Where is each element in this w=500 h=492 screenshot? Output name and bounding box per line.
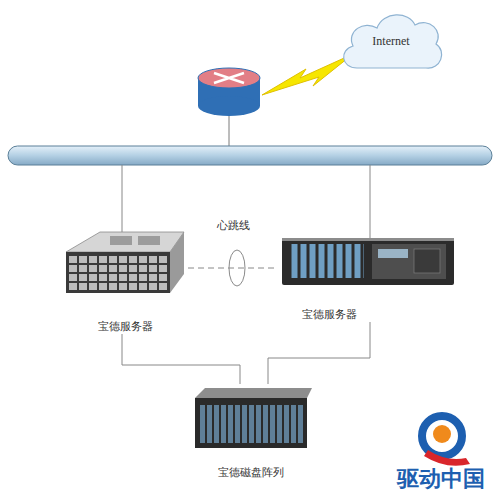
logo-dot xyxy=(433,425,451,443)
cloud-node: Internet xyxy=(337,8,445,78)
network-bus xyxy=(8,146,492,165)
server-top xyxy=(66,232,184,252)
node-label: 宝德服务器 xyxy=(302,308,458,322)
server-display xyxy=(378,249,408,258)
drive-bays xyxy=(199,404,304,444)
storage-link xyxy=(122,334,240,384)
node-label: Internet xyxy=(372,34,409,48)
server-vent xyxy=(414,249,440,273)
server-panel xyxy=(372,244,446,279)
edge-label: 心跳线 xyxy=(217,218,250,233)
node-label: 宝德磁盘阵列 xyxy=(190,466,312,480)
wire xyxy=(229,116,230,147)
server-node: 宝德服务器 xyxy=(278,232,458,322)
storage-top xyxy=(195,388,312,398)
storage-front xyxy=(195,398,307,448)
node-text-group: Internet xyxy=(337,4,445,78)
drive-bays xyxy=(290,243,364,279)
storage-link xyxy=(268,322,370,384)
cloud-outline xyxy=(344,15,442,68)
server-front xyxy=(66,252,170,293)
wire xyxy=(122,165,123,233)
router-body xyxy=(198,96,260,116)
node-text-group: 宝德磁盘阵列 xyxy=(190,466,312,480)
wire xyxy=(370,165,371,238)
watermark-text: 驱动中国 xyxy=(397,464,485,492)
server-side xyxy=(170,232,184,293)
server-part xyxy=(110,236,132,245)
router-arrows xyxy=(214,73,244,83)
server-part xyxy=(138,236,160,245)
cable-ring xyxy=(229,250,245,286)
lightning-bolt xyxy=(262,54,353,95)
server-node: 宝德服务器 xyxy=(62,226,188,334)
logo-swoosh xyxy=(424,450,470,466)
node-text-group: 宝德服务器 xyxy=(278,308,458,322)
storage-node: 宝德磁盘阵列 xyxy=(190,384,312,480)
drive-bays xyxy=(68,255,168,291)
router-top xyxy=(198,68,260,88)
heartbeat-line xyxy=(188,268,278,269)
node-label: 宝德服务器 xyxy=(62,320,188,334)
node-text-group: 宝德服务器 xyxy=(62,320,188,334)
server-front xyxy=(282,238,454,285)
server-edge xyxy=(282,238,454,241)
